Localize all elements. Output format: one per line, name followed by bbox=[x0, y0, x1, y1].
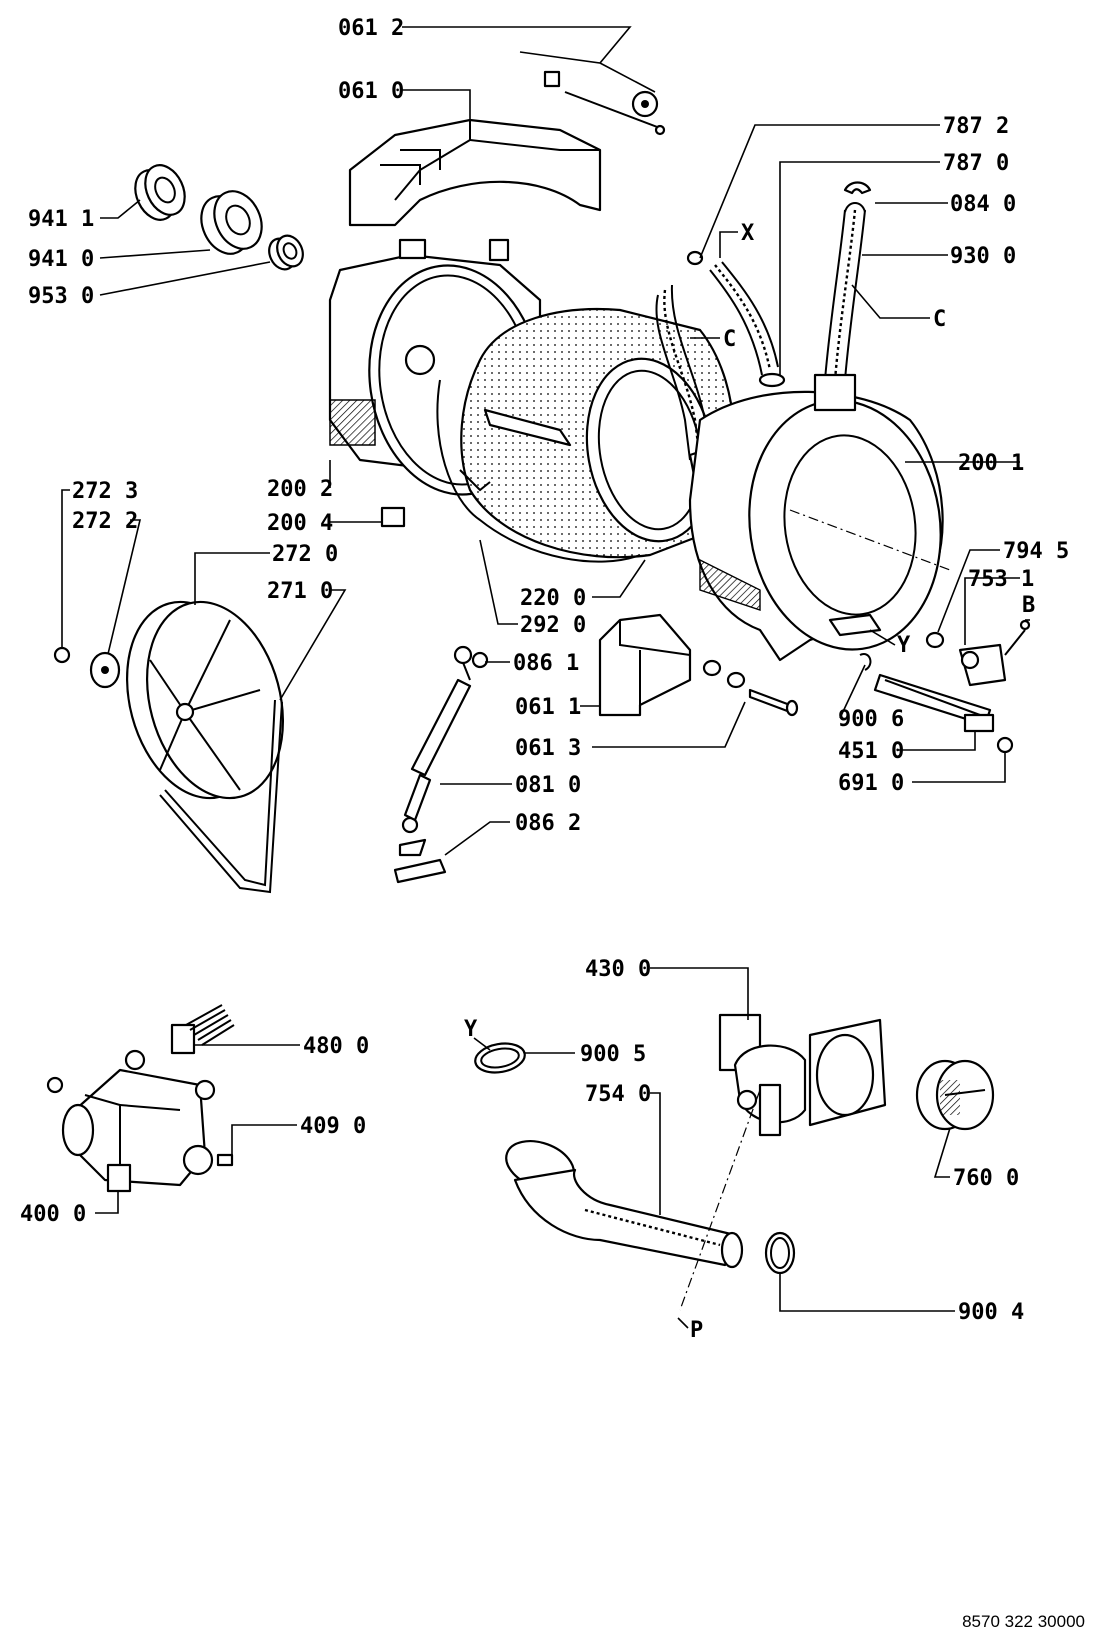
label-9006: 900 6 bbox=[838, 707, 904, 732]
label-9005: 900 5 bbox=[580, 1042, 646, 1067]
label-9004: 900 4 bbox=[958, 1300, 1024, 1325]
document-number: 8570 322 30000 bbox=[962, 1612, 1085, 1631]
label-4300: 430 0 bbox=[585, 957, 651, 982]
label-2002: 200 2 bbox=[267, 477, 333, 502]
label-7600: 760 0 bbox=[953, 1166, 1019, 1191]
label-2004: 200 4 bbox=[267, 511, 333, 536]
drum-ring bbox=[436, 379, 641, 563]
upper-counterweight bbox=[348, 118, 602, 227]
label-7540: 754 0 bbox=[585, 1082, 651, 1107]
pressure-hose bbox=[686, 250, 786, 388]
label-x: X bbox=[741, 221, 754, 246]
bearing-large bbox=[200, 190, 263, 255]
label-2200: 220 0 bbox=[520, 586, 586, 611]
label-0840: 084 0 bbox=[950, 192, 1016, 217]
label-7945: 794 5 bbox=[1003, 539, 1069, 564]
pulley-nut bbox=[53, 646, 71, 664]
label-2920: 292 0 bbox=[520, 613, 586, 638]
front-tub-half bbox=[688, 373, 944, 662]
tub-clip bbox=[380, 506, 406, 528]
pump-filter bbox=[915, 1059, 995, 1131]
drive-motor bbox=[46, 1049, 216, 1193]
drum-pulley bbox=[125, 600, 285, 800]
label-c-left: C bbox=[723, 327, 736, 352]
label-7531: 753 1 bbox=[968, 567, 1034, 592]
label-4800: 480 0 bbox=[303, 1034, 369, 1059]
leader-lines bbox=[61, 26, 1030, 1329]
label-2710: 271 0 bbox=[267, 579, 333, 604]
label-4510: 451 0 bbox=[838, 739, 904, 764]
counterweight-screw-kit bbox=[543, 70, 666, 136]
shock-mount-pin bbox=[471, 651, 489, 669]
label-6910: 691 0 bbox=[838, 771, 904, 796]
shaft-seal bbox=[268, 234, 304, 271]
assembly-axis-front bbox=[789, 509, 951, 571]
shock-bracket bbox=[393, 858, 447, 884]
motor-clip bbox=[216, 1153, 234, 1167]
label-7872: 787 2 bbox=[943, 114, 1009, 139]
drain-pump bbox=[718, 1013, 887, 1137]
label-0862: 086 2 bbox=[515, 811, 581, 836]
label-0613: 061 3 bbox=[515, 736, 581, 761]
counterweight-bolt-kit bbox=[702, 659, 799, 717]
hose-clamp-small bbox=[474, 1042, 526, 1074]
label-p: P bbox=[690, 1318, 703, 1343]
hose-clamp-large bbox=[764, 1231, 796, 1275]
drain-hose bbox=[505, 1140, 744, 1269]
label-2723: 272 3 bbox=[72, 479, 138, 504]
motor-wiring-connector bbox=[170, 1004, 235, 1055]
label-y-front: Y bbox=[897, 633, 911, 658]
label-b: B bbox=[1022, 593, 1035, 618]
shock-absorber bbox=[398, 645, 473, 857]
bearing-small bbox=[134, 164, 186, 221]
label-4090: 409 0 bbox=[300, 1114, 366, 1139]
drive-belt bbox=[159, 699, 283, 894]
label-0612: 061 2 bbox=[338, 16, 404, 41]
label-9300: 930 0 bbox=[950, 244, 1016, 269]
label-9411: 941 1 bbox=[28, 207, 94, 232]
label-2001: 200 1 bbox=[958, 451, 1024, 476]
label-7870: 787 0 bbox=[943, 151, 1009, 176]
hose-right bbox=[824, 202, 866, 381]
label-0611: 061 1 bbox=[515, 695, 581, 720]
label-c-right: C bbox=[933, 307, 946, 332]
label-4000: 400 0 bbox=[20, 1202, 86, 1227]
label-2720: 272 0 bbox=[272, 542, 338, 567]
front-counterweight bbox=[598, 613, 692, 717]
heater-nut bbox=[996, 736, 1014, 754]
spring-clip bbox=[859, 653, 872, 671]
pulley-washer bbox=[89, 651, 121, 689]
label-9410: 941 0 bbox=[28, 247, 94, 272]
drum bbox=[459, 308, 736, 559]
heater-sensor bbox=[958, 619, 1031, 687]
assembly-axis-p bbox=[679, 1089, 761, 1311]
heating-element bbox=[873, 673, 995, 733]
label-0810: 081 0 bbox=[515, 773, 581, 798]
label-0861: 086 1 bbox=[513, 651, 579, 676]
small-plug bbox=[925, 631, 945, 649]
label-2722: 272 2 bbox=[72, 509, 138, 534]
label-y-small: Y bbox=[464, 1017, 478, 1042]
label-9530: 953 0 bbox=[28, 284, 94, 309]
hose-clamp bbox=[843, 181, 872, 195]
label-0610: 061 0 bbox=[338, 79, 404, 104]
